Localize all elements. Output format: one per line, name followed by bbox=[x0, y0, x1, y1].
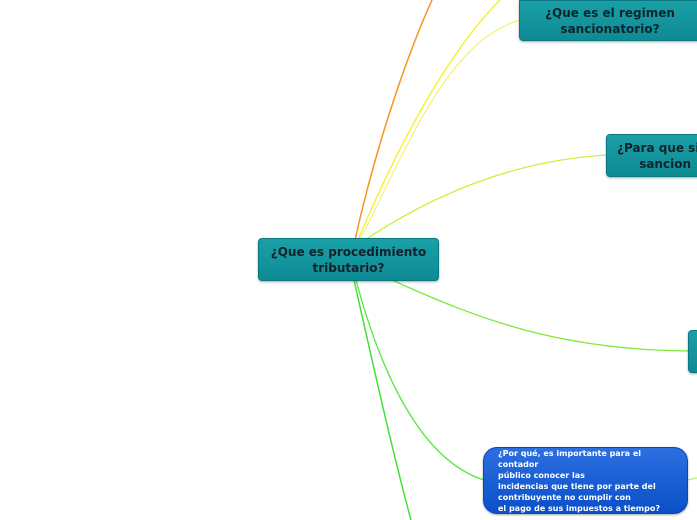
branch-node-para-que-sirve[interactable]: ¿Para que sirv sancion bbox=[606, 134, 697, 177]
central-node[interactable]: ¿Que es procedimiento tributario? bbox=[258, 238, 439, 281]
connector-yellow-1 bbox=[357, 0, 501, 241]
connector-green-3 bbox=[686, 477, 697, 481]
connector-lime bbox=[391, 279, 691, 352]
connector-green-1 bbox=[355, 279, 485, 481]
branch-node-partial[interactable] bbox=[688, 330, 697, 373]
branch-node-importancia[interactable]: ¿Por qué, es importante para el contador… bbox=[483, 447, 688, 514]
connector-yellow-green bbox=[364, 154, 608, 241]
branch-node-regimen-label: ¿Que es el regimen sancionatorio? bbox=[545, 5, 675, 36]
connector-orange bbox=[354, 0, 433, 241]
central-node-label: ¿Que es procedimiento tributario? bbox=[270, 244, 427, 275]
branch-node-importancia-label: ¿Por qué, es importante para el contador… bbox=[498, 448, 660, 513]
branch-node-para-que-sirve-label: ¿Para que sirv sancion bbox=[617, 140, 697, 171]
branch-node-regimen[interactable]: ¿Que es el regimen sancionatorio? bbox=[519, 0, 697, 41]
connector-yellow-2 bbox=[359, 19, 521, 241]
connector-green-2 bbox=[353, 279, 412, 520]
